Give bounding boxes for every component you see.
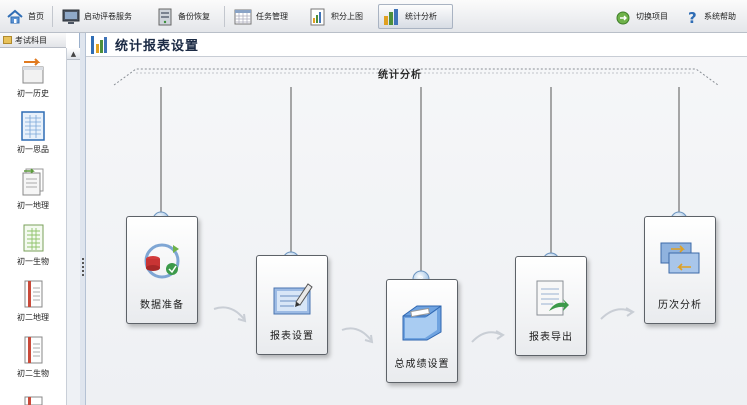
flow-arrow-3-4 [471,331,503,343]
panel-splitter[interactable] [80,33,86,405]
step-report-settings-card[interactable]: 报表设置 [256,255,328,355]
flow-arrow-4-5 [600,308,633,320]
binder-icon [24,280,43,308]
green-grid-icon [23,224,44,252]
step-data-prep-card[interactable]: 数据准备 [126,216,198,324]
toolbar-stats-button[interactable]: 统计分析 [378,4,453,29]
flow-arrow-1-2 [213,306,245,320]
toolbar-backup-button[interactable]: 备份恢复 [152,4,214,29]
section-label: 统计分析 [378,70,422,81]
report-edit-icon [273,283,313,315]
folder-icon [402,305,442,341]
step-report-export-label: 报表导出 [529,332,573,343]
flow-arrow-4-5-head [625,307,635,317]
sidebar-item-label: 初一思品 [17,145,49,154]
bar-chart-icon [91,35,107,54]
sidebar-item-label: 初一地理 [17,201,49,210]
sidebar-item-grade7-biology[interactable]: 初一生物 [0,223,66,267]
toolbar-help-label: 系统帮助 [704,12,736,21]
sidebar-item-label: 初一生物 [17,257,49,266]
toolbar-switch-project-button[interactable]: 切换项目 [610,4,672,29]
sidebar-item-label: 初一历史 [17,89,49,98]
binder-icon [24,336,43,364]
toolbar-divider [52,6,53,27]
toolbar-help-button[interactable]: ? 系统帮助 [682,4,740,29]
flow-arrow-2-3-head [364,334,374,344]
splitter-grip-icon [82,258,84,276]
calendar-grid-icon [234,9,252,24]
main-panel: 统计报表设置 1 2 3 [86,33,747,405]
stack-doc-icon [22,168,44,196]
toolbar-task-button[interactable]: 任务管理 [230,4,292,29]
export-doc-icon [536,280,569,316]
step-data-prep-label: 数据准备 [140,300,184,311]
flow-arrow-1-2-head [237,313,247,323]
sidebar-item-grade7-ethics[interactable]: 初一思品 [0,111,66,155]
chart-doc-icon [310,8,325,25]
page-header: 统计报表设置 [86,33,747,57]
step-total-score-label: 总成绩设置 [394,359,450,370]
monitor-icon [62,9,80,24]
book-arrow-icon [22,58,44,84]
help-icon: ? [688,9,697,26]
flow-arrow-3-4-head [495,330,505,340]
step-history-analysis-card[interactable]: 历次分析 [644,216,716,324]
toolbar-points-button[interactable]: 积分上图 [305,4,367,29]
sidebar-scrollbar[interactable]: ▲ [66,48,80,405]
main-toolbar: 首页 启动评卷服务 备份恢复 任务管理 [0,0,747,33]
scroll-up-button[interactable]: ▲ [67,48,80,60]
subject-sidebar: 考试科目 初一历史 初一思品 初一地理 初一生物 [0,33,80,405]
home-icon [7,9,23,23]
bar-chart-icon [384,8,398,25]
toolbar-switch-project-label: 切换项目 [636,12,668,21]
step-report-settings-label: 报表设置 [270,331,314,342]
toolbar-home-button[interactable]: 首页 [2,4,48,29]
sidebar-item-label: 初二地理 [17,313,49,322]
toolbar-stats-label: 统计分析 [405,12,437,21]
sidebar-item-grade7-history[interactable]: 初一历史 [0,55,66,99]
toolbar-backup-label: 备份恢复 [178,12,210,21]
step-history-analysis-label: 历次分析 [658,300,702,311]
history-icon [660,242,700,274]
toolbar-start-service-label: 启动评卷服务 [84,12,132,21]
data-prep-icon [144,243,180,279]
sidebar-item-grade7-geography[interactable]: 初一地理 [0,167,66,211]
toolbar-divider [224,6,225,27]
toolbar-start-service-button[interactable]: 启动评卷服务 [58,4,136,29]
server-icon [158,8,172,25]
page-title: 统计报表设置 [115,39,200,54]
toolbar-home-label: 首页 [28,12,44,21]
sidebar-item-label: 初二生物 [17,369,49,378]
svg-text:?: ? [688,9,697,26]
sidebar-header-label: 考试科目 [15,35,47,45]
workflow-bracket [113,68,719,86]
partial-item-icon [24,396,43,405]
toolbar-task-label: 任务管理 [256,12,288,21]
switch-icon [616,11,630,24]
step-total-score-card[interactable]: 总成绩设置 [386,279,458,383]
folder-icon [3,36,12,44]
sidebar-header: 考试科目 [0,33,66,48]
sidebar-item-grade8-geography[interactable]: 初二地理 [0,279,66,323]
grid-doc-icon [21,111,45,141]
flow-arrow-2-3 [341,327,372,341]
step-report-export-card[interactable]: 报表导出 [515,256,587,356]
toolbar-points-label: 积分上图 [331,12,363,21]
sidebar-item-grade8-biology[interactable]: 初二生物 [0,335,66,379]
